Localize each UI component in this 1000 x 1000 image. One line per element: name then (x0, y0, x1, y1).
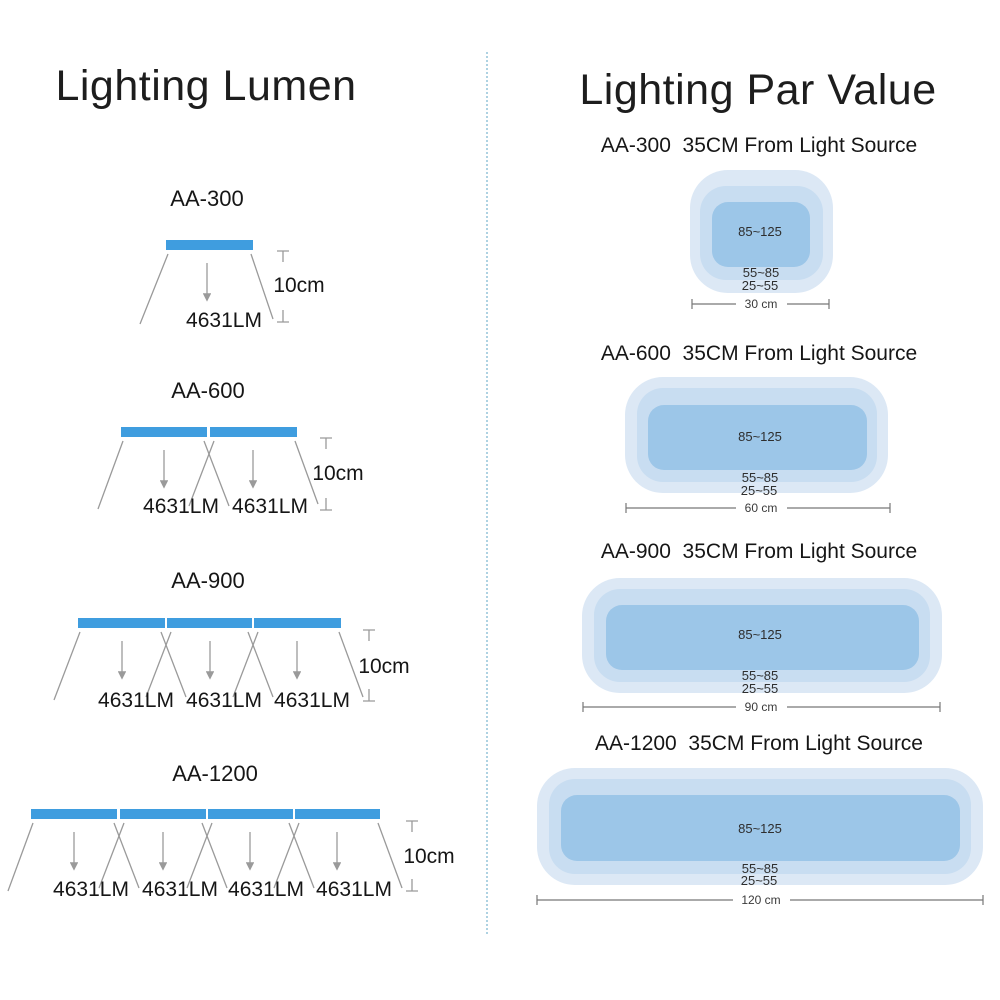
light-bar (78, 618, 165, 628)
measure-line-aa600 (625, 503, 891, 513)
lumen-value: 4631LM (53, 878, 129, 901)
par-value-middle: 55~85 (741, 861, 779, 876)
distance-label: 10cm (312, 462, 364, 485)
par-value-inner: 85~125 (738, 429, 782, 444)
lumen-value: 4631LM (228, 878, 304, 901)
light-bar (210, 427, 297, 437)
lumen-value: 4631LM (143, 495, 219, 518)
beam-lines-aa300 (139, 250, 289, 325)
beam-lines-aa900 (53, 629, 375, 702)
light-bar (254, 618, 341, 628)
par-subtitle-aa1200: AA-1200 35CM From Light Source (595, 732, 923, 755)
model-name-aa300: AA-300 (170, 186, 244, 211)
lumen-panel-title: Lighting Lumen (55, 62, 357, 110)
lumen-value: 4631LM (186, 309, 262, 332)
measure-line-aa1200 (536, 895, 984, 905)
par-subtitle-aa600: AA-600 35CM From Light Source (600, 342, 918, 365)
par-value-middle: 55~85 (741, 668, 779, 683)
par-value-outer: 25~55 (741, 681, 779, 696)
panel-divider (486, 52, 488, 934)
par-value-outer: 25~55 (741, 278, 779, 293)
light-bar (121, 427, 207, 437)
par-zone-inner (606, 605, 919, 670)
light-bar (120, 809, 206, 819)
model-name-aa900: AA-900 (171, 568, 245, 593)
distance-label: 10cm (358, 655, 410, 678)
lumen-value: 4631LM (142, 878, 218, 901)
par-value-inner: 85~125 (738, 627, 782, 642)
par-zone-inner (648, 405, 867, 470)
coverage-width-label: 90 cm (744, 700, 778, 714)
par-value-outer: 25~55 (740, 483, 778, 498)
light-bar (208, 809, 293, 819)
lumen-value: 4631LM (274, 689, 350, 712)
lumen-value: 4631LM (186, 689, 262, 712)
model-name-aa600: AA-600 (171, 378, 245, 403)
par-panel-title: Lighting Par Value (579, 66, 937, 114)
par-subtitle-aa300: AA-300 35CM From Light Source (600, 134, 918, 157)
light-bar (167, 618, 252, 628)
measure-line-aa900 (582, 702, 941, 712)
par-zone-inner (712, 202, 810, 267)
light-bar (31, 809, 117, 819)
par-value-outer: 25~55 (740, 873, 778, 888)
lumen-value: 4631LM (232, 495, 308, 518)
lumen-value: 4631LM (316, 878, 392, 901)
measure-line-aa300 (691, 299, 830, 309)
par-value-inner: 85~125 (738, 224, 782, 239)
coverage-width-label: 60 cm (744, 501, 778, 515)
model-name-aa1200: AA-1200 (172, 761, 258, 786)
light-bar (295, 809, 380, 819)
beam-lines-aa1200 (7, 820, 418, 892)
beam-lines-aa600 (97, 437, 332, 511)
coverage-width-label: 120 cm (741, 893, 781, 907)
distance-label: 10cm (273, 274, 325, 297)
par-value-inner: 85~125 (738, 821, 782, 836)
coverage-width-label: 30 cm (744, 297, 778, 311)
par-value-middle: 55~85 (741, 470, 779, 485)
par-value-middle: 55~85 (742, 265, 780, 280)
distance-label: 10cm (403, 845, 455, 868)
lumen-value: 4631LM (98, 689, 174, 712)
par-subtitle-aa900: AA-900 35CM From Light Source (600, 540, 918, 563)
light-bar (166, 240, 253, 250)
par-zone-inner (561, 795, 960, 861)
